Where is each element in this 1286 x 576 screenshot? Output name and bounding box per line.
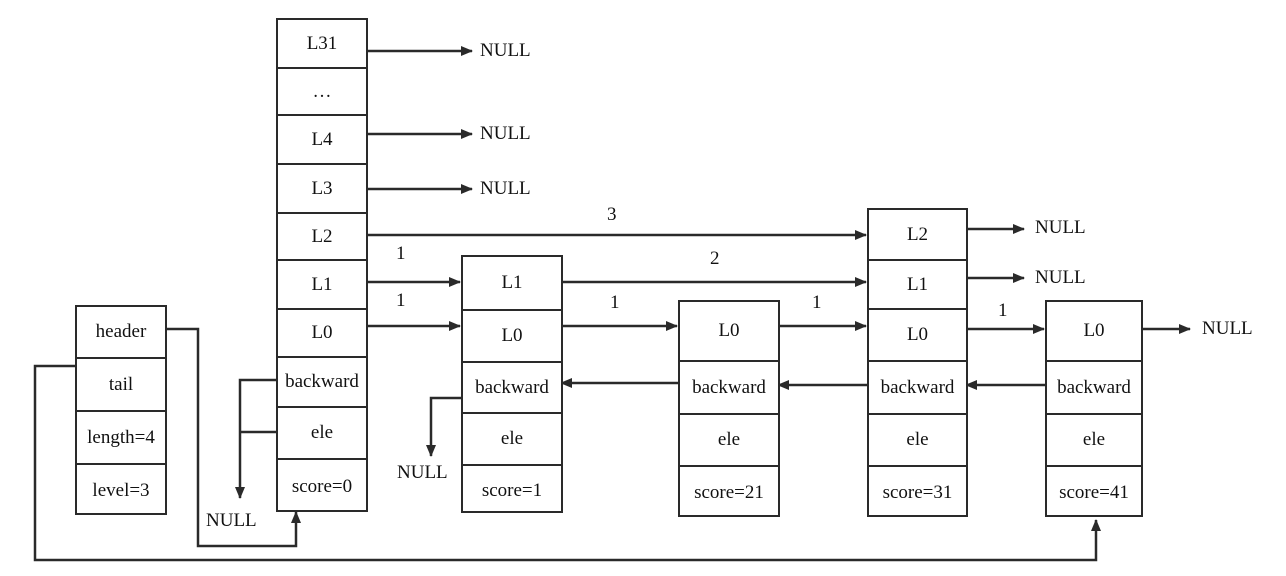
span-label: 2: [710, 248, 720, 269]
head-node: L31 … L4 L3 L2 L1 L0 backward ele score=…: [276, 18, 368, 512]
level-cell: L0: [463, 309, 561, 361]
level-cell: L0: [278, 308, 366, 356]
n1-backward-null-arrow: [426, 396, 463, 457]
span-label: 3: [607, 204, 617, 225]
backward-cell: backward: [680, 360, 778, 413]
span-label: 1: [812, 292, 822, 313]
header-field: header: [95, 321, 147, 342]
node-score-41: L0 backward ele score=41: [1045, 300, 1143, 517]
ele-cell: ele: [1047, 413, 1141, 465]
level-cell: L1: [501, 272, 523, 293]
level-cell: L0: [1083, 320, 1105, 341]
backward-cell: backward: [1047, 360, 1141, 413]
span-label: 1: [998, 300, 1008, 321]
level-cell: L2: [906, 223, 929, 245]
null-label: NULL: [1202, 318, 1253, 339]
null-label: NULL: [480, 40, 531, 61]
null-label: NULL: [480, 123, 531, 144]
score-cell: score=31: [869, 465, 966, 519]
ele-cell: ele: [463, 412, 561, 464]
tail-pointer-arrow: [33, 364, 1101, 562]
span-label: 1: [610, 292, 620, 313]
score-cell: score=0: [278, 458, 366, 514]
length-field: length=4: [77, 410, 165, 463]
level-cell: L4: [278, 114, 366, 163]
level-cell: L2: [278, 212, 366, 259]
node-score-21: L0 backward ele score=21: [678, 300, 780, 517]
skiplist-struct: header tail length=4 level=3: [75, 305, 167, 515]
null-label: NULL: [480, 178, 531, 199]
head-backward-null-arrow: [235, 378, 278, 499]
null-label: NULL: [1035, 267, 1086, 288]
backward-cell: backward: [869, 360, 966, 413]
node-score-1: L1 L0 backward ele score=1: [461, 255, 563, 513]
level-cell: L0: [869, 308, 966, 360]
level-cell: L0: [718, 320, 740, 341]
node-score-31: L2 L1 L0 backward ele score=31: [867, 208, 968, 517]
ellipsis-cell: …: [278, 67, 366, 114]
ele-cell: ele: [869, 413, 966, 465]
backward-cell: backward: [463, 361, 561, 412]
score-cell: score=41: [1047, 465, 1141, 519]
score-cell: score=1: [463, 464, 561, 515]
span-label: 1: [396, 290, 406, 311]
ele-cell: ele: [278, 406, 366, 458]
header-pointer-arrow: [165, 327, 301, 548]
level-cell: L3: [278, 163, 366, 212]
level-cell: L31: [306, 32, 338, 54]
null-label: NULL: [206, 510, 257, 531]
tail-field: tail: [77, 357, 165, 410]
null-label: NULL: [397, 462, 448, 483]
level-cell: L1: [278, 259, 366, 308]
null-label: NULL: [1035, 217, 1086, 238]
level-cell: L1: [869, 259, 966, 308]
backward-cell: backward: [278, 356, 366, 406]
level-field: level=3: [77, 463, 165, 517]
span-label: 1: [396, 243, 406, 264]
score-cell: score=21: [680, 465, 778, 519]
ele-cell: ele: [680, 413, 778, 465]
